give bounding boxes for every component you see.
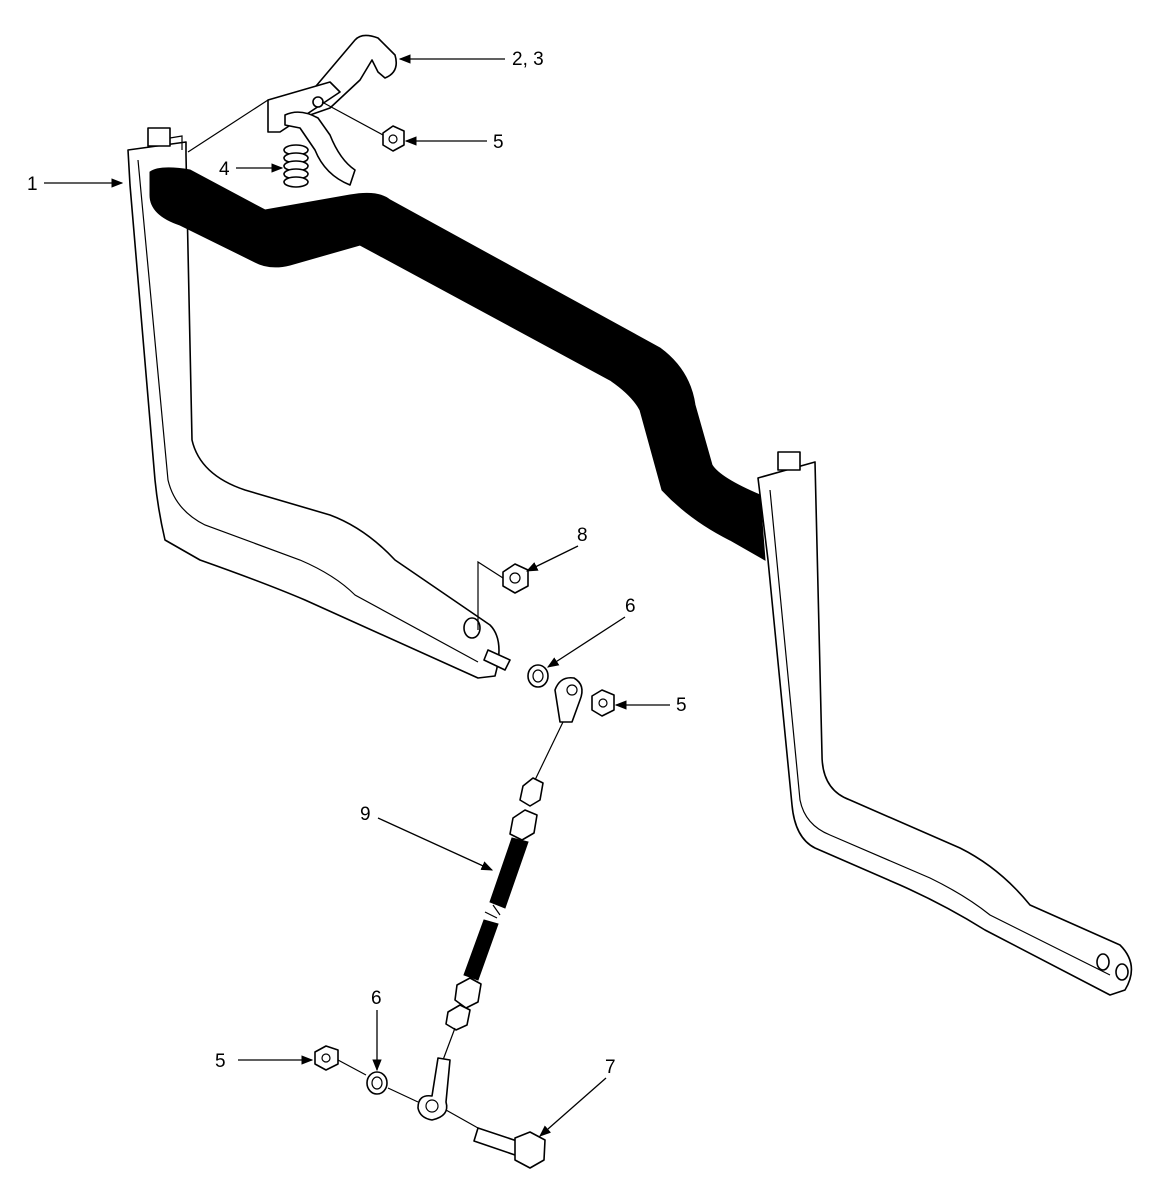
spacer-upper [527,664,549,688]
spring [283,144,309,188]
callout-6-lower: 6 [371,988,382,1009]
right-lift-arm [757,451,1133,996]
leader-8 [525,545,579,572]
callout-9: 9 [360,804,371,825]
leader-lines [44,54,670,1137]
callout-5-top: 5 [493,132,504,153]
upper-rod-end [554,676,615,723]
callout-1: 1 [27,174,38,195]
leader-9 [377,817,494,871]
left-lift-arm [127,127,500,679]
nut-top [321,101,405,152]
leader-6-upper [547,616,626,668]
cross-tube-grip [149,167,766,561]
callout-8: 8 [577,525,588,546]
callout-5-mid: 5 [676,695,687,716]
callout-4: 4 [219,159,230,180]
callout-labels: 1 2, 3 4 5 8 6 5 9 5 6 7 [27,49,687,1078]
nut-8 [477,560,529,630]
stud-bolt [483,649,511,671]
callout-7: 7 [605,1057,616,1078]
callout-2-3: 2, 3 [512,49,544,70]
lower-hardware [314,1045,546,1169]
callout-5-bottom: 5 [215,1051,226,1072]
leader-7 [539,1077,607,1137]
callout-6-upper: 6 [625,596,636,617]
latch-lever [187,34,398,186]
cable-assembly [439,721,564,1069]
